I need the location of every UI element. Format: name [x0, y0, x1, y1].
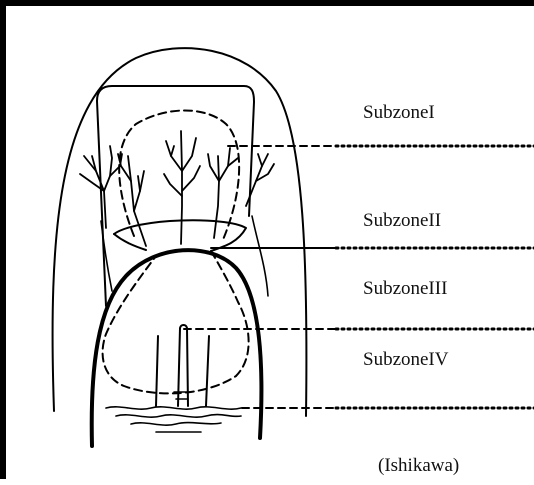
wavy-base-lines: [106, 392, 241, 432]
lunula-arc-left: [114, 234, 146, 250]
subzone-2-label: SubzoneII: [363, 211, 441, 230]
subzone-1-label: SubzoneI: [363, 103, 435, 122]
nail-zone-diagram: [6, 6, 534, 485]
nail-plate: [97, 86, 254, 306]
subzone-4-label: SubzoneIV: [363, 350, 448, 369]
dashed-lower-loop: [103, 251, 249, 393]
subzone-3-label: SubzoneIII: [363, 279, 447, 298]
nail-right-lateral: [252, 216, 268, 296]
nail-left-lateral: [101, 221, 112, 291]
credit-label: (Ishikawa): [378, 456, 459, 475]
subzone-leader-lines: [184, 146, 534, 408]
